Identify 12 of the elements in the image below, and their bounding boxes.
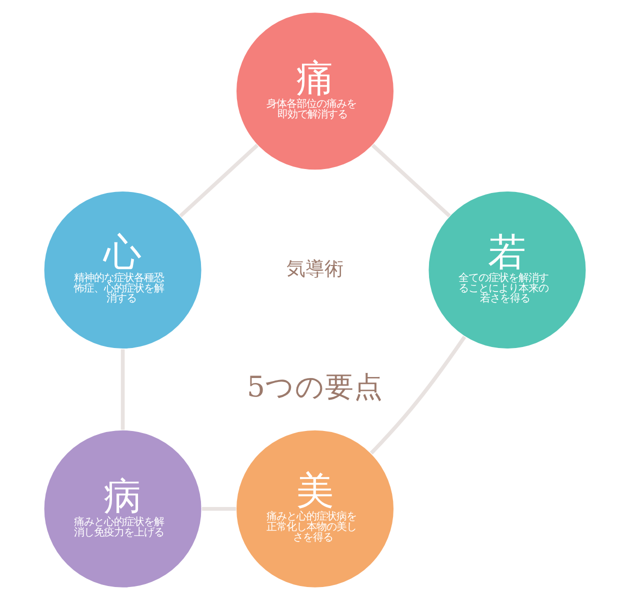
connector	[179, 144, 259, 218]
label: 5つの要点	[246, 370, 384, 404]
connector	[202, 506, 236, 511]
node-circle: 美 痛みと心的症状病を正常化し本物の美しさを得る	[236, 429, 394, 588]
node-circle: 心 精神的な症状各種恐怖症、心的症状を解消する	[43, 190, 202, 350]
connector	[371, 144, 451, 218]
node-circle: 若 全ての症状を解消することにより本来の若さを得る	[428, 190, 587, 350]
connector	[370, 336, 466, 454]
node-circle: 痛 身体各部位の痛みを即効で解消する	[236, 12, 394, 171]
node-circle: 病 痛みと心的症状を解消し免疫力を上げる	[43, 429, 202, 588]
connector	[120, 349, 125, 430]
label: 気導術	[286, 258, 344, 280]
